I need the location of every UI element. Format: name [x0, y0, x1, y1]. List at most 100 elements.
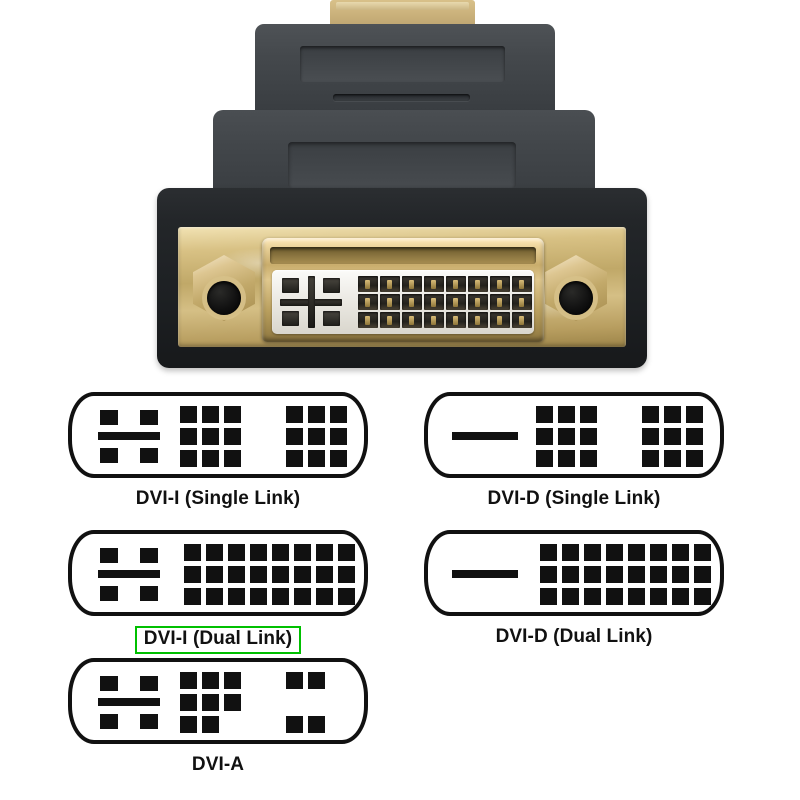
digital-pin: [642, 450, 659, 467]
digital-pin-empty: [308, 694, 325, 711]
digital-pin: [672, 544, 689, 561]
digital-pin: [650, 544, 667, 561]
digital-pin: [562, 566, 579, 583]
digital-pin: [580, 406, 597, 423]
connector-shell-outline: [68, 530, 368, 616]
connector-diagram-dvi-d-single-link[interactable]: DVI-D (Single Link): [424, 392, 724, 524]
digital-pin: [540, 588, 557, 605]
digital-pin: [672, 566, 689, 583]
digital-pin: [286, 716, 303, 733]
connector-shell-outline: [424, 530, 724, 616]
digital-pin: [202, 450, 219, 467]
digital-pin: [584, 544, 601, 561]
digital-pin: [536, 406, 553, 423]
digital-pin-empty: [224, 716, 241, 733]
dvi-port-pin-socket: [380, 312, 400, 328]
thumbscrew-hole-left: [207, 281, 241, 315]
digital-pin: [562, 588, 579, 605]
dvi-port-pin-socket: [358, 276, 378, 292]
digital-pin: [664, 428, 681, 445]
connector-diagram-dvi-i-dual-link[interactable]: DVI-I (Dual Link): [68, 530, 368, 662]
digital-pin: [202, 694, 219, 711]
analog-flat-blade: [452, 570, 518, 578]
digital-pin: [286, 672, 303, 689]
digital-pin: [628, 588, 645, 605]
digital-pin: [202, 428, 219, 445]
digital-pin: [694, 566, 711, 583]
digital-pin: [202, 672, 219, 689]
digital-pin: [628, 544, 645, 561]
adapter-body-upper-recess: [300, 46, 505, 82]
analog-pin-group: [452, 548, 518, 600]
dvi-port-pin-socket: [358, 294, 378, 310]
dvi-port-pin-socket: [446, 276, 466, 292]
digital-pin: [558, 450, 575, 467]
analog-pin: [100, 548, 118, 563]
digital-pin: [202, 406, 219, 423]
digital-pin: [606, 588, 623, 605]
analog-pin: [100, 676, 118, 691]
digital-pin-group: [540, 544, 711, 605]
digital-pin: [664, 406, 681, 423]
analog-pin: [100, 714, 118, 729]
digital-pin: [562, 544, 579, 561]
analog-flat-blade: [98, 698, 160, 706]
analog-flat-blade: [452, 432, 518, 440]
dvi-port-pin-socket: [424, 312, 444, 328]
dvi-port-pin-socket: [468, 312, 488, 328]
digital-pin: [650, 588, 667, 605]
thumbscrew-hole-right: [559, 281, 593, 315]
digital-pin: [580, 450, 597, 467]
dvi-port-digital-pin-grid: [358, 276, 532, 328]
digital-pin: [316, 544, 333, 561]
digital-pin: [180, 694, 197, 711]
dvi-port-pin-socket: [490, 294, 510, 310]
digital-pin: [180, 672, 197, 689]
digital-pin: [308, 428, 325, 445]
digital-pin: [316, 566, 333, 583]
digital-pin: [286, 428, 303, 445]
connector-diagram-dvi-a[interactable]: DVI-A: [68, 658, 368, 790]
digital-pin: [686, 428, 703, 445]
digital-pin: [694, 588, 711, 605]
digital-pin: [224, 406, 241, 423]
digital-pin: [330, 406, 347, 423]
dvi-port-pin-socket: [468, 294, 488, 310]
analog-flat-blade: [98, 570, 160, 578]
digital-pin: [206, 544, 223, 561]
digital-pin: [180, 406, 197, 423]
digital-pin: [224, 450, 241, 467]
analog-pin-group: [98, 410, 160, 463]
digital-pin: [206, 566, 223, 583]
dvi-port-pin-socket: [380, 276, 400, 292]
analog-pin-group: [98, 676, 160, 729]
digital-pin: [580, 428, 597, 445]
digital-pin: [228, 566, 245, 583]
connector-shell-outline: [68, 392, 368, 478]
connector-diagram-dvi-i-single-link[interactable]: DVI-I (Single Link): [68, 392, 368, 524]
dvi-port-pin-socket: [380, 294, 400, 310]
digital-pin: [330, 450, 347, 467]
dvi-port-insulator: [272, 270, 534, 334]
digital-pin: [606, 544, 623, 561]
connector-shell-outline: [424, 392, 724, 478]
dvi-port-analog-pin: [282, 311, 299, 326]
analog-pin: [140, 714, 158, 729]
digital-pin: [694, 544, 711, 561]
digital-pin: [228, 544, 245, 561]
dvi-port-analog-pin: [282, 278, 299, 293]
digital-pin: [184, 588, 201, 605]
dvi-port-pin-socket: [402, 312, 422, 328]
digital-pin: [272, 588, 289, 605]
analog-pin-group: [452, 410, 518, 462]
dvi-port-analog-pin: [323, 278, 340, 293]
digital-pin-group: [642, 406, 703, 467]
dvi-port-pin-socket: [512, 312, 532, 328]
dvi-port-pin-socket: [512, 276, 532, 292]
connector-diagram-dvi-d-dual-link[interactable]: DVI-D (Dual Link): [424, 530, 724, 662]
analog-pin: [140, 676, 158, 691]
analog-pin: [140, 548, 158, 563]
digital-pin: [584, 588, 601, 605]
dvi-port-pin-socket: [512, 294, 532, 310]
digital-pin: [642, 428, 659, 445]
